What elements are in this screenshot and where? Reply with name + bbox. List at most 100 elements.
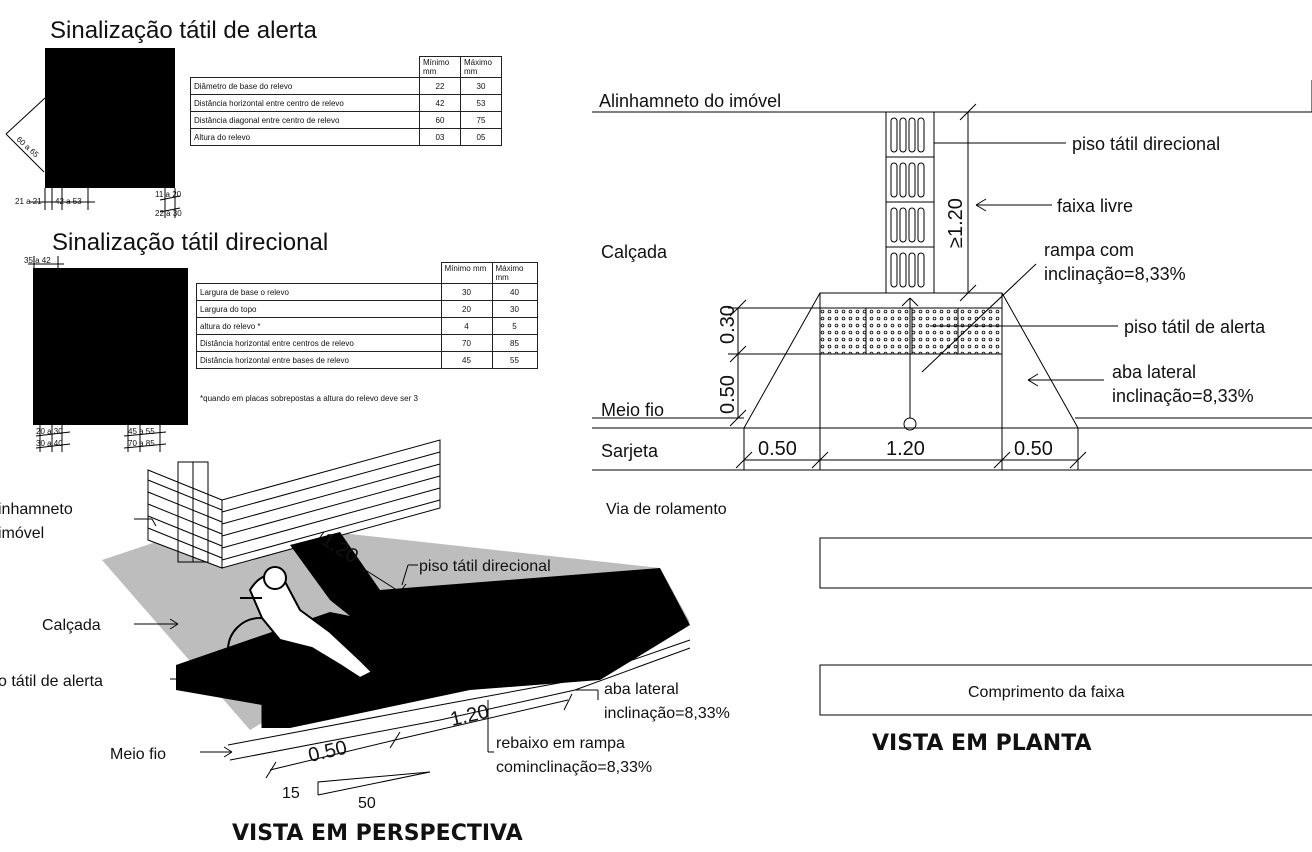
- table-row: Distância diagonal entre centro de relev…: [190, 111, 502, 129]
- plan-dim-center: 1.20: [886, 438, 925, 460]
- plan-piso-direcional: [885, 111, 935, 294]
- table-cell: Distância diagonal entre centro de relev…: [190, 111, 420, 129]
- persp-label-aba-2: inclinação=8,33%: [604, 705, 730, 722]
- table-header-row: Mínimo mm Máximo mm: [197, 262, 538, 284]
- table-cell: Altura do relevo: [190, 128, 420, 146]
- table-header-cell: Máximo mm: [491, 262, 538, 284]
- persp-piso-direcional: [290, 532, 690, 640]
- persp-label-rebaixo-2: cominclinação=8,33%: [496, 759, 652, 776]
- plan-label-rampa-2: inclinação=8,33%: [1044, 264, 1186, 284]
- plan-label-faixa: faixa livre: [1057, 196, 1133, 216]
- persp-dim-h: 15: [282, 785, 300, 802]
- plan-label-aba-1: aba lateral: [1112, 362, 1196, 382]
- direcional-title: Sinalização tátil direcional: [52, 229, 328, 256]
- table-cell: 75: [460, 111, 502, 129]
- alerta-spec-table: Mínimo mm Máximo mm Diâmetro de base do …: [190, 56, 502, 146]
- table-header-row: Mínimo mm Máximo mm: [191, 56, 502, 78]
- plan-label-alinhamento: Alinhamneto do imóvel: [599, 91, 781, 111]
- persp-label-alinhamento-1: inhamneto: [0, 501, 73, 518]
- persp-building: [147, 439, 441, 569]
- table-cell: 03: [419, 128, 461, 146]
- plan-dim-right: 0.50: [1014, 438, 1053, 460]
- table-cell: 20: [440, 300, 493, 318]
- direcional-note: *quando em placas sobrepostas a altura d…: [200, 394, 418, 403]
- wheelchair-user-figure: [227, 566, 374, 718]
- table-cell: 22: [419, 77, 461, 95]
- persp-label-rebaixo-1: rebaixo em rampa: [496, 735, 625, 752]
- persp-dim-mid: 1.20: [448, 701, 491, 731]
- plan-dim-030: 0.30: [717, 305, 739, 344]
- plan-dim-left: 0.50: [758, 438, 797, 460]
- alerta-dim-bottom-mid: 42 a 53: [55, 197, 82, 206]
- table-row: Distância horizontal entre centros de re…: [196, 334, 538, 352]
- alerta-bottom-dim-ticks: [30, 188, 181, 218]
- table-row: Distância horizontal entre centro de rel…: [190, 94, 502, 112]
- alerta-dim-right-top: 11 a 20: [155, 190, 182, 199]
- table-cell: 70: [440, 334, 493, 352]
- direcional-dim-bm2: 70 a 85: [128, 439, 155, 448]
- table-cell: Largura do topo: [196, 300, 442, 318]
- persp-label-direcional: piso tátil direcional: [419, 558, 551, 575]
- alerta-title: Sinalização tátil de alerta: [50, 17, 317, 44]
- table-cell: 30: [491, 300, 538, 318]
- table-cell: 30: [460, 77, 502, 95]
- persp-ramp-lines: [227, 639, 691, 761]
- table-header-cell: [191, 57, 420, 78]
- table-header-cell: Máximo mm: [460, 56, 502, 78]
- persp-label-alinhamento-2: imóvel: [0, 525, 44, 542]
- table-cell: 4: [440, 317, 493, 335]
- table-row: Distância horizontal entre bases de rele…: [196, 351, 538, 369]
- table-cell: 42: [419, 94, 461, 112]
- plan-label-meio-fio: Meio fio: [601, 400, 664, 420]
- plan-dim-faixa: ≥1.20: [945, 198, 967, 248]
- persp-title: VISTA EM PERSPECTIVA: [232, 821, 523, 846]
- direcional-dim-ticks: [28, 256, 167, 452]
- plan-label-rampa-1: rampa com: [1044, 240, 1134, 260]
- table-cell: Largura de base o relevo: [196, 283, 442, 301]
- direcional-dim-bm1: 45 a 55: [128, 427, 155, 436]
- plan-label-aba-2: inclinação=8,33%: [1112, 386, 1254, 406]
- table-cell: Diâmetro de base do relevo: [190, 77, 420, 95]
- direcional-dim-bl2: 30 a 40: [36, 439, 63, 448]
- persp-dim-w: 50: [358, 795, 376, 812]
- alerta-tile: [45, 48, 175, 188]
- table-header-cell: Mínimo mm: [419, 56, 461, 78]
- plan-label-comprimento: Comprimento da faixa: [968, 684, 1125, 701]
- table-cell: 45: [440, 351, 493, 369]
- table-cell: altura do relevo *: [196, 317, 442, 335]
- persp-dim-lines: [134, 518, 599, 796]
- direcional-tile: [33, 268, 188, 425]
- table-cell: 85: [491, 334, 538, 352]
- table-cell: Distância horizontal entre centro de rel…: [190, 94, 420, 112]
- table-header-cell: [197, 263, 442, 284]
- plan-label-via: Via de rolamento: [606, 501, 727, 518]
- plan-piso-alerta: [819, 307, 1003, 355]
- plan-label-alerta: piso tátil de alerta: [1124, 317, 1266, 337]
- persp-label-alerta: o tátil de alerta: [0, 673, 103, 690]
- table-cell: Distância horizontal entre bases de rele…: [196, 351, 442, 369]
- persp-label-aba-1: aba lateral: [604, 681, 679, 698]
- persp-label-calcada: Calçada: [42, 617, 101, 634]
- table-cell: 55: [491, 351, 538, 369]
- alerta-diagonal-dim-line: [5, 97, 46, 135]
- plan-dim-050v: 0.50: [717, 375, 739, 414]
- table-cell: 5: [491, 317, 538, 335]
- plan-label-calcada: Calçada: [601, 242, 668, 262]
- alerta-diagonal-dim-line-2: [5, 133, 45, 173]
- table-header-cell: Mínimo mm: [440, 262, 493, 284]
- direcional-dim-bl1: 20 a 30: [36, 427, 63, 436]
- direcional-dim-top: 35 a 42: [24, 256, 51, 265]
- direcional-spec-table: Mínimo mm Máximo mm Largura de base o re…: [196, 262, 538, 369]
- table-cell: 30: [440, 283, 493, 301]
- plan-label-sarjeta: Sarjeta: [601, 441, 659, 461]
- alerta-dim-bottom-left: 21 a 21: [15, 197, 42, 206]
- table-cell: 05: [460, 128, 502, 146]
- table-cell: Distância horizontal entre centros de re…: [196, 334, 442, 352]
- plan-label-direcional: piso tátil direcional: [1072, 134, 1220, 154]
